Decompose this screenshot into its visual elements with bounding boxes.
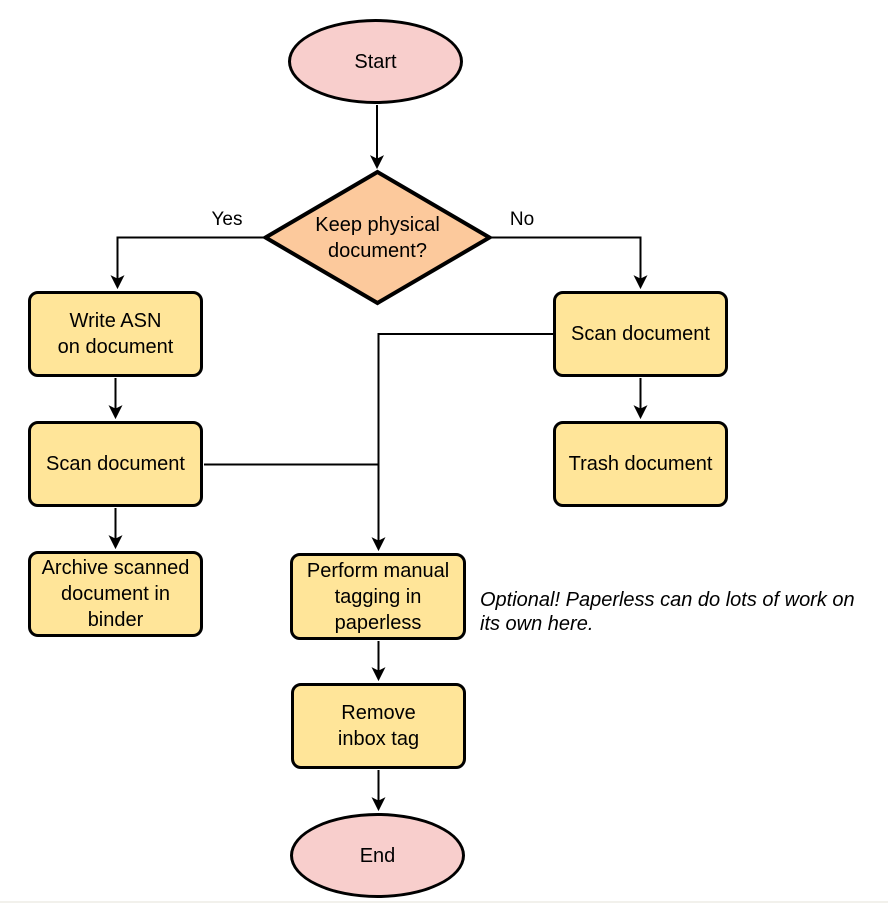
edge-decision-to-scan-right <box>491 236 648 290</box>
node-perform-manual-tagging-label: Perform manual tagging in paperless <box>306 559 450 634</box>
node-archive-in-binder-label: Archive scanned document in binder <box>41 557 190 631</box>
decision-diamond-shape <box>261 169 494 306</box>
node-remove-inbox-tag: Remove inbox tag <box>291 683 466 769</box>
node-start: Start <box>288 19 463 104</box>
node-end: End <box>290 813 465 898</box>
node-scan-document-left-label: Scan document <box>46 453 185 475</box>
node-start-label: Start <box>354 50 397 73</box>
node-archive-in-binder: Archive scanned document in binder <box>28 551 203 637</box>
node-scan-document-left: Scan document <box>28 421 203 507</box>
edge-label-no: No <box>509 209 535 230</box>
node-decision: Keep physical document? <box>287 207 468 268</box>
node-write-asn: Write ASN on document <box>28 291 203 377</box>
edge-label-yes: Yes <box>211 209 243 230</box>
edge-scan-right-to-perform-tagging <box>371 333 553 552</box>
node-decision-label: Keep physical document? <box>315 213 440 262</box>
node-scan-document-right-label: Scan document <box>571 323 710 345</box>
node-trash-document-label: Trash document <box>568 453 713 475</box>
node-remove-inbox-tag-label: Remove inbox tag <box>337 702 420 750</box>
annotation-optional-note: Optional! Paperless can do lots of work … <box>480 589 855 635</box>
node-perform-manual-tagging: Perform manual tagging in paperless <box>290 553 466 640</box>
node-end-label: End <box>359 844 396 867</box>
node-write-asn-label: Write ASN on document <box>57 310 174 358</box>
bottom-hairline <box>0 901 888 903</box>
edge-decision-to-write-asn <box>110 236 264 290</box>
node-scan-document-right: Scan document <box>553 291 728 377</box>
node-trash-document: Trash document <box>553 421 728 507</box>
